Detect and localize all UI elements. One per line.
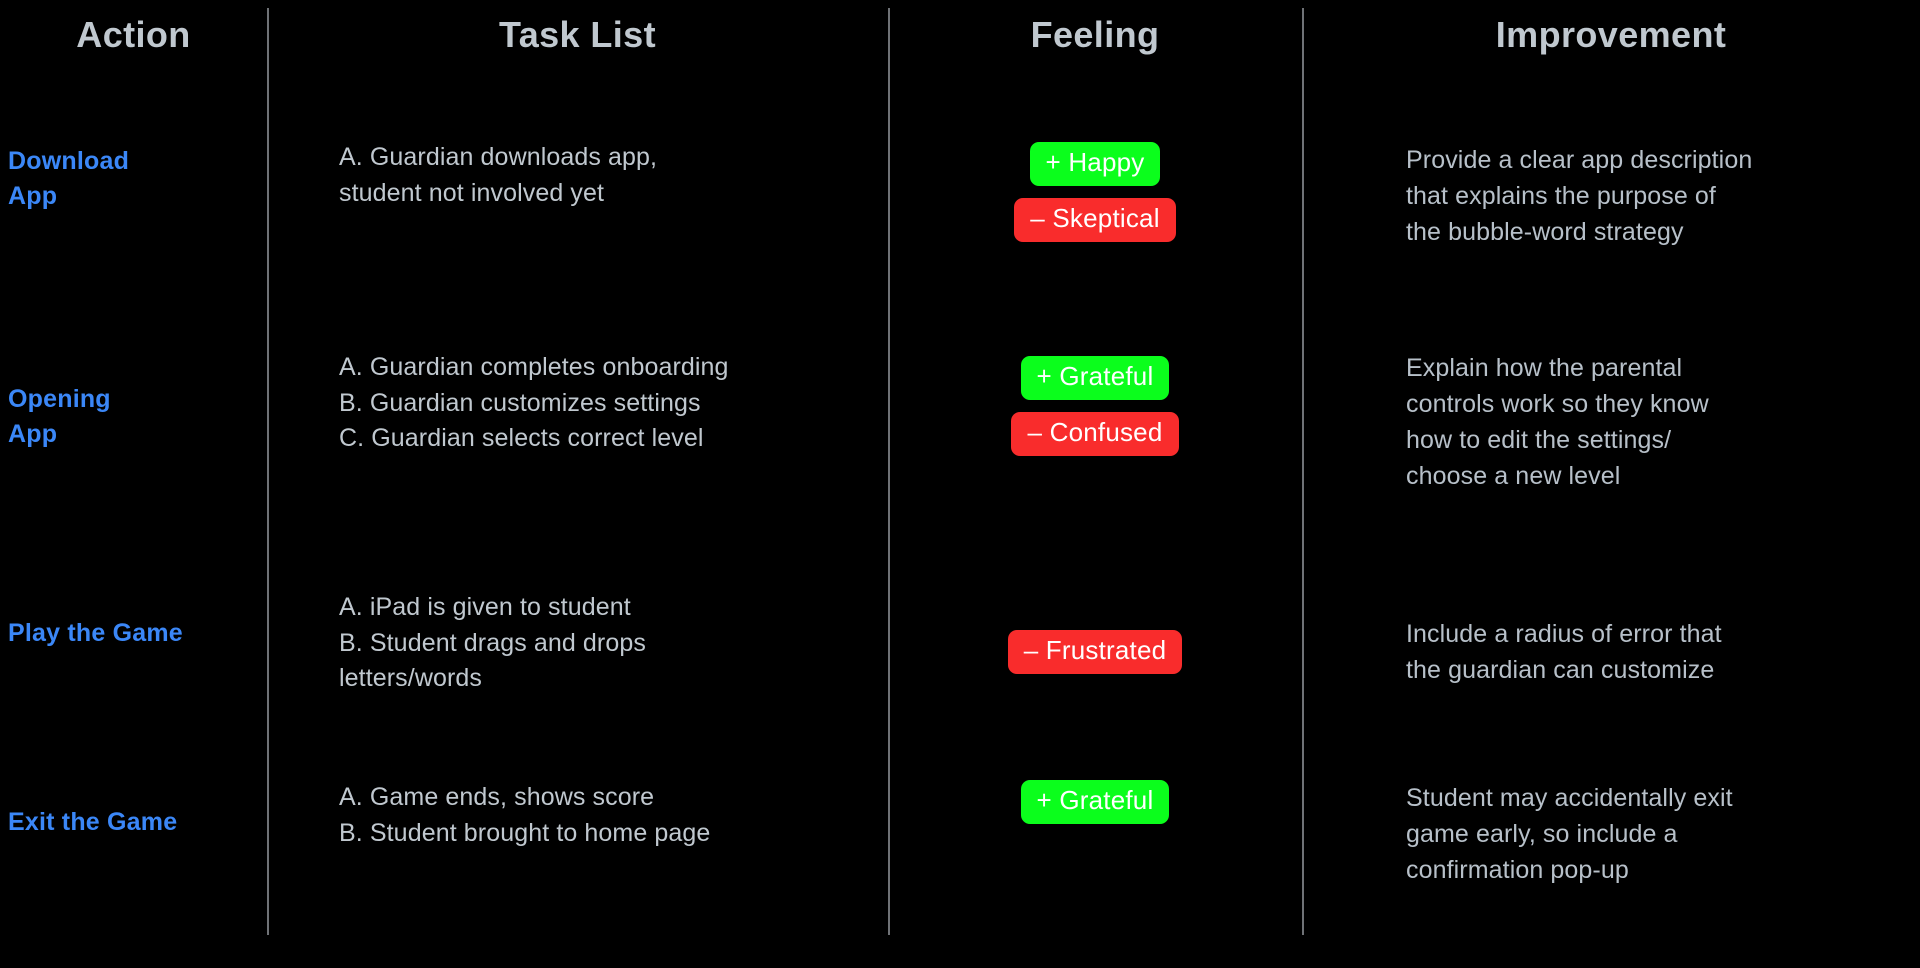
column-divider-action-tasklist xyxy=(267,8,269,935)
task-list: A. Game ends, shows score B. Student bro… xyxy=(267,780,888,851)
action-label: Opening App xyxy=(0,350,267,451)
feeling-label: Confused xyxy=(1049,416,1163,447)
task-item: B. Student drags and drops xyxy=(339,628,646,657)
action-label: Play the Game xyxy=(0,590,267,651)
task-list: A. Guardian completes onboarding B. Guar… xyxy=(267,350,888,457)
improvement-line: Student may accidentally exit xyxy=(1406,784,1733,812)
action-label: Download App xyxy=(0,140,267,213)
feeling-list: – Frustrated xyxy=(888,590,1302,674)
table-row: Opening App A. Guardian completes onboar… xyxy=(0,350,1920,540)
task-item: A. iPad is given to student xyxy=(339,593,631,621)
improvement-line: the guardian can customize xyxy=(1406,656,1715,684)
action-label-line: App xyxy=(8,419,58,448)
improvement-line: Provide a clear app description xyxy=(1406,146,1753,174)
feeling-label: Skeptical xyxy=(1052,202,1160,233)
improvement-line: how to edit the settings/ xyxy=(1406,426,1672,454)
task-item: B. Student brought to home page xyxy=(339,818,711,847)
improvement-line: Include a radius of error that xyxy=(1406,620,1722,648)
feeling-badge-positive[interactable]: + Grateful xyxy=(1020,780,1170,824)
action-label-line: Play the Game xyxy=(8,619,183,647)
table-row: Download App A. Guardian downloads app, … xyxy=(0,140,1920,310)
task-list: A. iPad is given to student B. Student d… xyxy=(267,590,888,697)
feeling-list: + Grateful xyxy=(888,780,1302,824)
improvement-line: Explain how the parental xyxy=(1406,354,1683,382)
action-label: Exit the Game xyxy=(0,780,267,840)
feeling-label: Grateful xyxy=(1059,785,1154,815)
improvement-line: that explains the purpose of xyxy=(1406,182,1716,210)
column-header-action: Action xyxy=(76,14,191,55)
action-label-line: App xyxy=(8,181,58,210)
column-header-feeling: Feeling xyxy=(1030,14,1160,55)
feeling-badge-positive[interactable]: + Happy xyxy=(1029,142,1161,186)
feeling-list: + Grateful – Confused xyxy=(888,350,1302,456)
feeling-badge-negative[interactable]: – Confused xyxy=(1011,411,1179,456)
column-header-row: Action Task List Feeling Improvement xyxy=(0,14,1920,84)
column-header-improvement: Improvement xyxy=(1495,14,1727,55)
column-divider-tasklist-feeling xyxy=(888,8,890,935)
feeling-badge-negative[interactable]: – Skeptical xyxy=(1014,197,1176,242)
task-item: B. Guardian customizes settings xyxy=(339,388,701,417)
task-item: letters/words xyxy=(339,664,483,692)
task-item: A. Guardian completes onboarding xyxy=(339,353,729,381)
task-item: A. Guardian downloads app, xyxy=(339,143,658,171)
task-item: A. Game ends, shows score xyxy=(339,783,655,811)
column-header-task-list: Task List xyxy=(499,14,656,55)
feeling-badge-negative[interactable]: – Frustrated xyxy=(1007,630,1183,674)
improvement-text: Explain how the parental controls work s… xyxy=(1302,350,1920,494)
feeling-sign: + xyxy=(1036,361,1052,391)
task-item: C. Guardian selects correct level xyxy=(339,424,704,452)
task-item: student not involved yet xyxy=(339,178,605,207)
feeling-label: Frustrated xyxy=(1045,635,1167,665)
improvement-line: controls work so they know xyxy=(1406,390,1709,418)
feeling-list: + Happy – Skeptical xyxy=(888,140,1302,242)
column-divider-feeling-improvement xyxy=(1302,8,1304,935)
feeling-sign: – xyxy=(1030,202,1045,233)
improvement-line: choose a new level xyxy=(1406,462,1621,490)
feeling-label: Happy xyxy=(1068,147,1145,177)
action-label-line: Download xyxy=(8,147,130,175)
improvement-line: game early, so include a xyxy=(1406,820,1678,848)
feeling-sign: – xyxy=(1023,635,1039,665)
improvement-text: Student may accidentally exit game early… xyxy=(1302,780,1920,888)
task-list: A. Guardian downloads app, student not i… xyxy=(267,140,888,211)
improvement-line: confirmation pop-up xyxy=(1406,856,1629,884)
improvement-text: Provide a clear app description that exp… xyxy=(1302,140,1920,250)
improvement-text: Include a radius of error that the guard… xyxy=(1302,590,1920,688)
table-row: Play the Game A. iPad is given to studen… xyxy=(0,590,1920,750)
feeling-label: Grateful xyxy=(1059,361,1154,391)
action-label-line: Exit the Game xyxy=(8,808,178,836)
feeling-sign: + xyxy=(1036,785,1052,815)
table-row: Exit the Game A. Game ends, shows score … xyxy=(0,780,1920,950)
action-label-line: Opening xyxy=(8,385,111,413)
feeling-sign: – xyxy=(1027,416,1043,447)
feeling-badge-positive[interactable]: + Grateful xyxy=(1020,356,1170,400)
improvement-line: the bubble-word strategy xyxy=(1406,218,1684,246)
feeling-sign: + xyxy=(1045,147,1061,177)
